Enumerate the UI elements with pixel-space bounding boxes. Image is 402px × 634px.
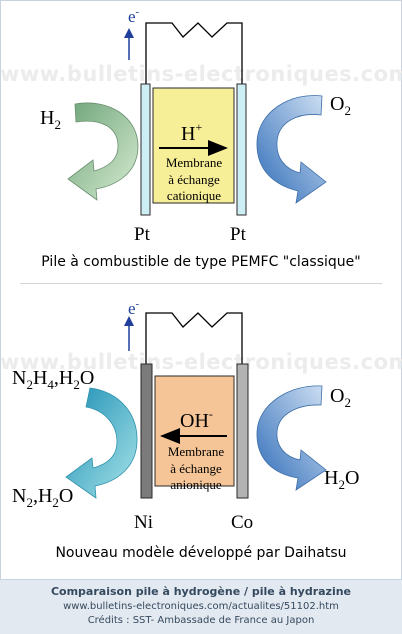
top-left-electrode	[140, 83, 151, 216]
bottom-right-curved-arrow	[256, 385, 327, 491]
watermark-bottom: www.bulletins-electroniques.com	[0, 350, 402, 374]
bottom-circuit-wire	[145, 312, 243, 364]
top-electron-label: e-	[128, 6, 140, 26]
top-circuit-wire	[145, 22, 243, 84]
watermark-top: www.bulletins-electroniques.com	[0, 62, 402, 86]
top-right-gas-label: O2	[330, 93, 351, 118]
bottom-left-output-label: N2,H2O	[12, 485, 73, 510]
bottom-membrane-line-1: Membrane	[168, 444, 225, 459]
bottom-electron-label: e-	[128, 298, 140, 318]
footer-title: Comparaison pile à hydrogène / pile à hy…	[50, 585, 352, 598]
bottom-membrane-line-2: à échange	[170, 461, 222, 476]
top-membrane-line-1: Membrane	[166, 155, 223, 170]
bottom-right-electrode-label: Co	[231, 512, 253, 533]
top-caption: Pile à combustible de type PEMFC "classi…	[41, 254, 361, 270]
bottom-right-electrode	[236, 363, 249, 499]
top-right-electrode	[236, 83, 247, 216]
top-ion-label: H+	[181, 120, 202, 145]
bottom-caption: Nouveau modèle développé par Daihatsu	[55, 545, 347, 561]
top-right-curved-arrow	[256, 95, 327, 204]
bottom-left-electrode	[140, 363, 153, 499]
bottom-ion-label: OH-	[180, 407, 213, 432]
bottom-left-curved-arrow	[65, 387, 138, 499]
bottom-right-output-label: H2O	[324, 467, 359, 492]
section-divider	[20, 283, 382, 284]
top-left-electrode-label: Pt	[134, 224, 151, 245]
footer-credits: Crédits : SST- Ambassade de France au Ja…	[87, 615, 315, 626]
top-left-gas-label: H2	[40, 107, 61, 132]
bottom-membrane-line-3: anionique	[170, 477, 221, 492]
top-right-electrode-label: Pt	[230, 224, 247, 245]
bottom-right-input-label: O2	[330, 385, 351, 410]
footer-url: www.bulletins-electroniques.com/actualit…	[63, 601, 339, 612]
top-electron-arrow	[124, 28, 134, 60]
bottom-electron-arrow	[124, 316, 134, 351]
bottom-left-input-label: N2H4,H2O	[12, 367, 94, 392]
footer: Comparaison pile à hydrogène / pile à hy…	[0, 579, 402, 634]
bottom-left-electrode-label: Ni	[134, 512, 153, 533]
top-membrane-line-3: cationique	[167, 188, 221, 203]
top-membrane-line-2: à échange	[168, 172, 220, 187]
top-left-curved-arrow	[67, 102, 139, 201]
